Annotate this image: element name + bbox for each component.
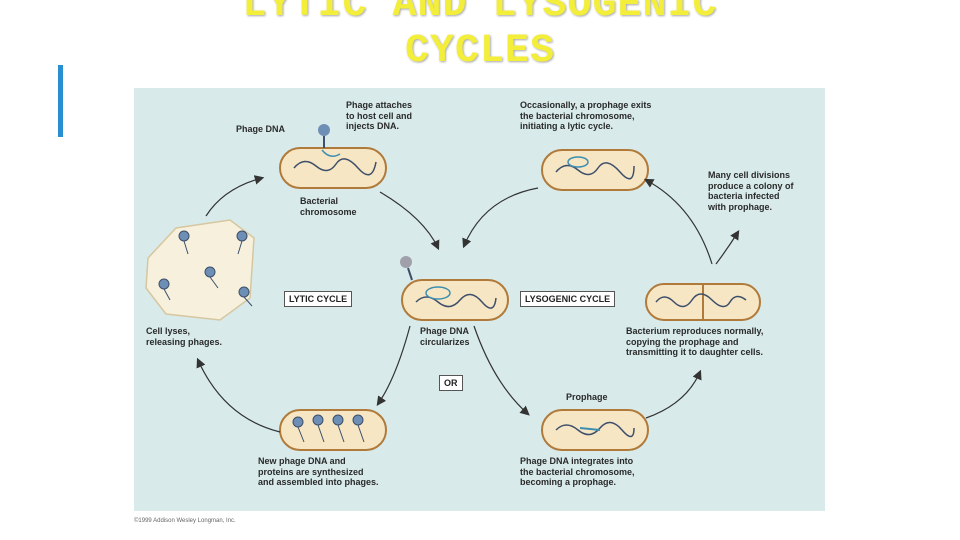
lysogenic-cycle-box: LYSOGENIC CYCLE	[520, 291, 616, 307]
copyright-note: ©1999 Addison Wesley Longman, Inc.	[134, 518, 236, 524]
label-reproduces: Bacterium reproduces normally, copying t…	[626, 326, 764, 357]
cycle-diagram	[145, 124, 761, 451]
label-phage-dna: Phage DNA	[236, 124, 286, 134]
infected-cell-circularize	[400, 256, 509, 321]
lysogen-cell-integrated	[541, 409, 649, 451]
slide-title-line-2: CYCLES	[404, 29, 556, 74]
lytic-cycle-box: LYTIC CYCLE	[284, 291, 353, 307]
slide-title-line-1: LYTIC AND LYSOGENIC	[242, 0, 718, 28]
label-new-phage: New phage DNA and proteins are synthesiz…	[258, 456, 379, 487]
cycle-arrows	[196, 175, 740, 433]
lysogen-cell-excision	[541, 149, 649, 191]
lysing-cell	[145, 219, 255, 321]
label-cell-lyses: Cell lyses, releasing phages.	[146, 326, 223, 347]
label-prophage: Prophage	[566, 392, 608, 402]
label-phage-attaches: Phage attaches to host cell and injects …	[346, 100, 413, 131]
infected-cell-assembly	[279, 409, 387, 451]
label-circularizes: Phage DNA circularizes	[420, 326, 470, 347]
or-box: OR	[439, 375, 463, 391]
label-bacterial-chromosome: Bacterial chromosome	[300, 196, 357, 217]
label-many-divisions: Many cell divisions produce a colony of …	[708, 170, 794, 212]
infected-cell-attach	[279, 124, 387, 189]
lysogen-dividing-cells	[645, 283, 761, 321]
label-prophage-exits: Occasionally, a prophage exits the bacte…	[520, 100, 652, 131]
accent-bar	[58, 65, 63, 137]
diagram-panel: Phage DNA Phage attaches to host cell an…	[134, 88, 825, 511]
label-integrates: Phage DNA integrates into the bacterial …	[520, 456, 635, 487]
